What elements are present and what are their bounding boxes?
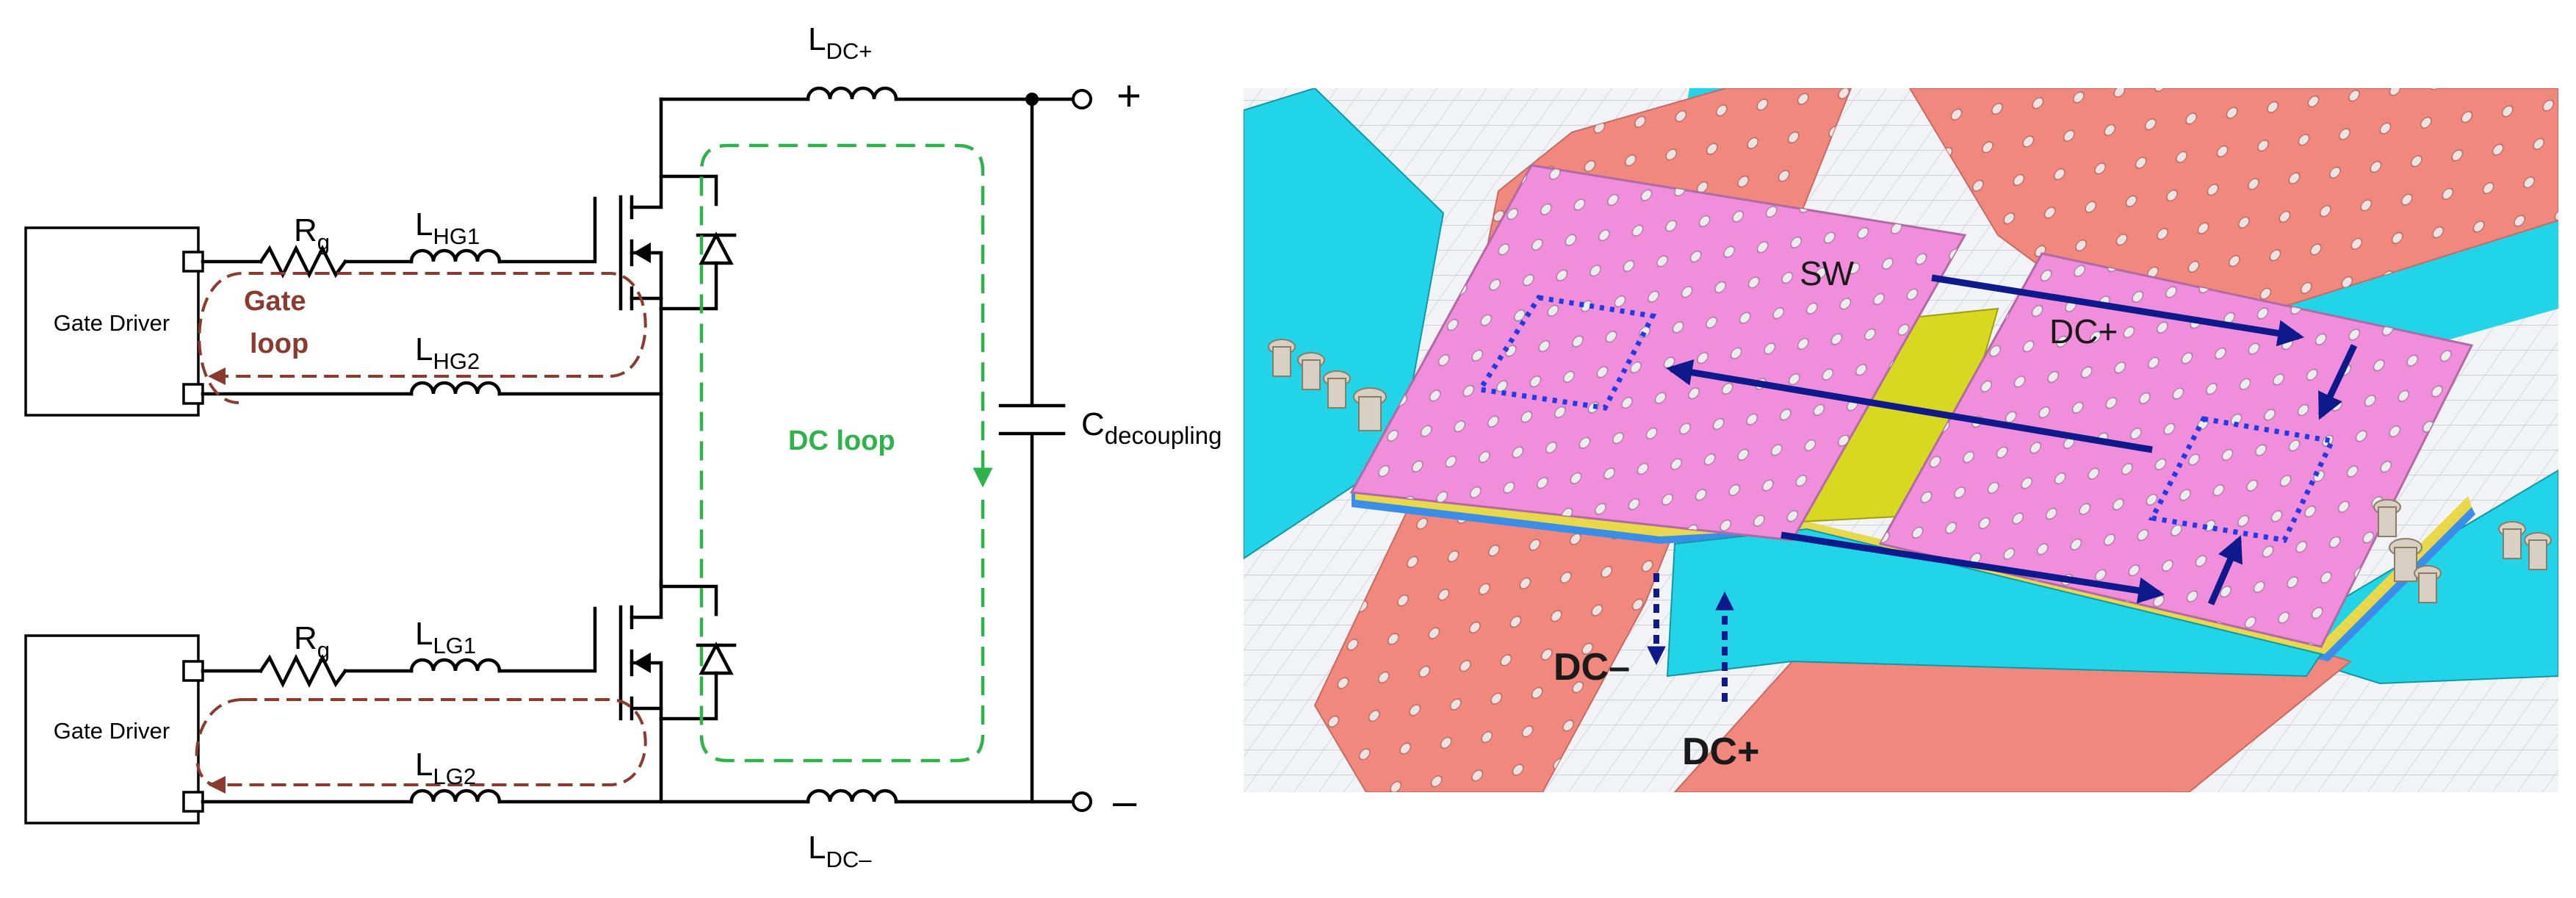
- label-r-top: Rg: [294, 212, 330, 255]
- svg-text:Cdecoupling: Cdecoupling: [1081, 406, 1222, 449]
- label-l-hg2: LHG2: [415, 331, 480, 374]
- gate-loop-bottom: [208, 698, 647, 794]
- dc-plus-plate-label: DC+: [2049, 312, 2118, 351]
- schematic: Gate Driver Gate Driver: [24, 21, 1222, 872]
- label-l-lg1: LLG1: [415, 616, 476, 658]
- minus-terminal-node: [1072, 791, 1092, 812]
- resistor-bottom: [258, 653, 348, 689]
- svg-text:LDC–: LDC–: [808, 830, 872, 872]
- gate-loop-label-line1: Gate: [244, 286, 306, 317]
- gate-driver-top-pin-1: [182, 251, 204, 273]
- gate-loop-label-line2: loop: [250, 328, 309, 359]
- inductor-l-hg1: [409, 248, 502, 264]
- via-region-left: [1476, 295, 1657, 411]
- label-c-decoupling: Cdecoupling: [1081, 406, 1222, 449]
- svg-text:LHG2: LHG2: [415, 331, 480, 374]
- label-l-dc-plus: LDC+: [808, 21, 872, 64]
- current-arrow-long-left: [1665, 359, 2153, 453]
- connector-pins: [1268, 339, 2552, 603]
- label-l-lg2: LLG2: [415, 747, 476, 789]
- dc-plus-terminal-label: DC+: [1682, 730, 1759, 773]
- current-arrow-top-right: [1931, 274, 2305, 347]
- resistor-top: [258, 244, 348, 279]
- pink-plate-sw-holes: [1352, 165, 1965, 540]
- plus-terminal-label: +: [1116, 72, 1141, 120]
- plus-terminal-node: [1072, 89, 1092, 109]
- label-l-dc-minus: LDC–: [808, 830, 872, 872]
- mosfet-high-side: [618, 97, 737, 311]
- gate-driver-bottom-pin-1: [182, 660, 204, 682]
- inductor-l-hg2: [409, 381, 502, 396]
- inductor-l-dc-minus: [806, 789, 898, 804]
- top-gate-wire: [201, 196, 597, 264]
- svg-text:LLG1: LLG1: [415, 616, 476, 658]
- svg-text:LDC+: LDC+: [808, 21, 872, 64]
- svg-text:Rg: Rg: [294, 212, 330, 255]
- gate-loop-top: [198, 272, 647, 404]
- svg-text:LLG2: LLG2: [415, 747, 476, 789]
- current-arrow-up-right: [2207, 535, 2243, 606]
- svg-text:Rg: Rg: [294, 620, 330, 663]
- gate-driver-top-box: [24, 226, 200, 417]
- dc-loop-label: DC loop: [788, 425, 895, 456]
- gate-driver-top-pin-2: [182, 383, 204, 405]
- current-arrow-bottom-right: [1781, 531, 2165, 604]
- label-r-bottom: Rg: [294, 620, 330, 663]
- via-region-right: [2148, 416, 2337, 543]
- gate-driver-bottom-pin-2: [182, 791, 204, 813]
- svg-text:LHG1: LHG1: [415, 206, 480, 249]
- gate-driver-bottom-label: Gate Driver: [54, 718, 170, 744]
- mosfet-low-side: [618, 578, 737, 721]
- label-l-hg1: LHG1: [415, 206, 480, 249]
- dc-minus-terminal-label: DC–: [1554, 646, 1630, 689]
- sw-plate-label: SW: [1800, 254, 1855, 292]
- gate-driver-bottom-box: [24, 634, 200, 825]
- inductor-l-lg2: [409, 789, 502, 804]
- pcb-layout-3d: SW DC+ DC– DC+: [1244, 88, 2558, 792]
- dc-loop: [699, 143, 993, 763]
- current-arrow-down-right: [2317, 344, 2358, 420]
- layer-stack-lower: [1666, 528, 2323, 678]
- gate-loop-bottom-left: [195, 698, 243, 786]
- pink-plate-dc-plus-holes: [1880, 254, 2472, 647]
- bottom-gate-wire: [201, 606, 597, 673]
- minus-terminal-label: –: [1113, 777, 1137, 825]
- inductor-l-dc-plus: [806, 86, 898, 101]
- capacitor-decoupling: [998, 97, 1066, 804]
- gate-driver-top-label: Gate Driver: [54, 310, 170, 336]
- inductor-l-lg1: [409, 658, 502, 673]
